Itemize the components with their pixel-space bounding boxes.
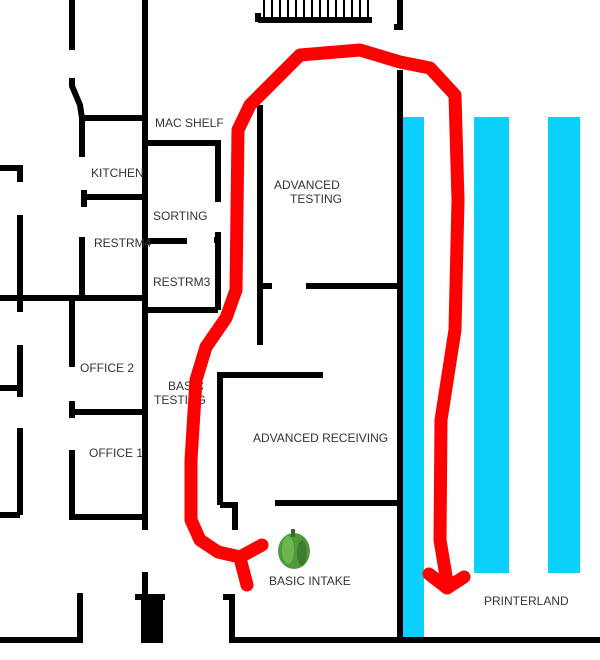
label-kitchen: KITCHEN	[91, 166, 144, 180]
room-labels: MAC SHELF KITCHEN SORTING RESTRM4 RESTRM…	[80, 116, 569, 608]
label-printerland: PRINTERLAND	[484, 594, 569, 608]
label-mac-shelf: MAC SHELF	[155, 116, 224, 130]
label-restrm3: RESTRM3	[153, 275, 211, 289]
printer-rack-1	[403, 117, 424, 640]
label-sorting: SORTING	[153, 209, 207, 223]
walls	[0, 0, 600, 643]
green-pepper-icon	[278, 529, 310, 569]
door-block	[141, 594, 163, 643]
label-advanced-receiving: ADVANCED RECEIVING	[253, 431, 388, 445]
label-advanced-testing-1: ADVANCED	[274, 178, 340, 192]
label-office-1: OFFICE 1	[89, 446, 143, 460]
label-advanced-testing-2: TESTING	[290, 192, 342, 206]
label-office-2: OFFICE 2	[80, 361, 134, 375]
route-arrow	[184, 43, 471, 595]
printer-rack-2	[474, 117, 509, 573]
label-restrm4: RESTRM4	[94, 236, 152, 250]
printer-rack-3	[548, 117, 580, 573]
racks	[403, 117, 580, 640]
label-basic-intake: BASIC INTAKE	[269, 574, 351, 588]
